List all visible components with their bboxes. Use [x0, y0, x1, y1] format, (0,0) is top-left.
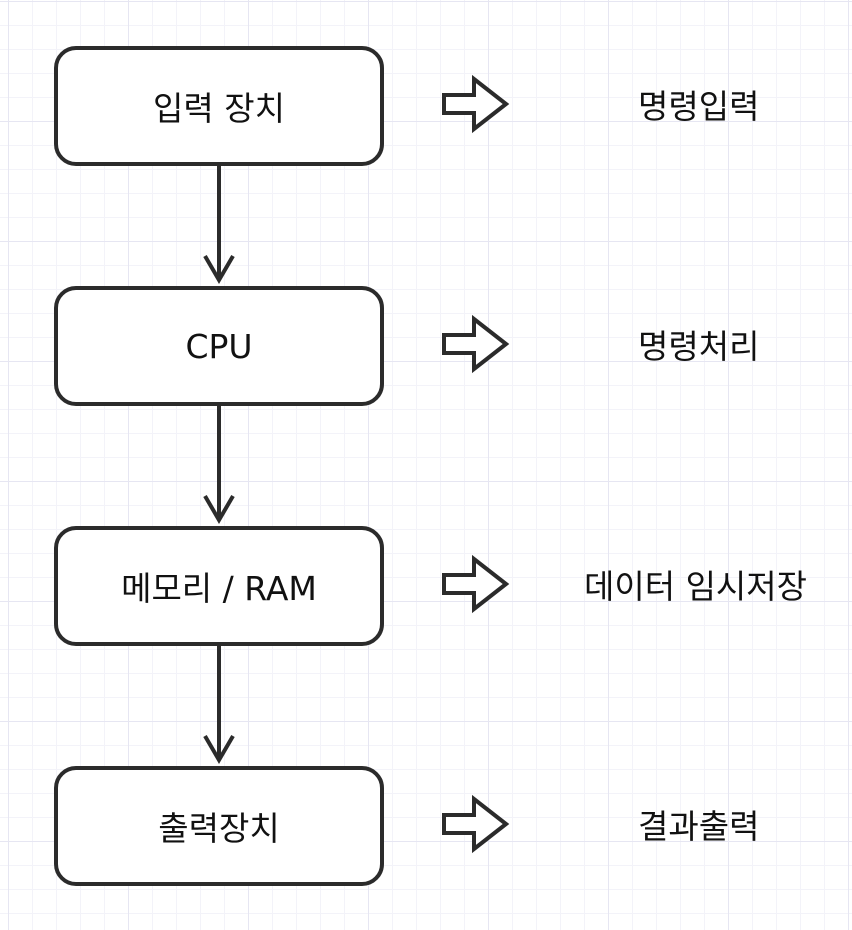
connector-arrow-3 — [203, 646, 235, 764]
stage-label: 입력 장치 — [153, 89, 285, 128]
role-label-memory: 데이터 임시저장 — [584, 567, 808, 606]
role-label-output: 결과출력 — [638, 807, 760, 846]
stage-box-output-device: 출력장치 — [54, 766, 384, 886]
role-label-input: 명령입력 — [638, 87, 760, 126]
connector-arrow-1 — [203, 166, 235, 284]
stage-label: CPU — [185, 326, 253, 366]
right-arrow-icon — [442, 554, 510, 614]
right-arrow-icon — [442, 74, 510, 134]
stage-box-cpu: CPU — [54, 286, 384, 406]
right-arrow-icon — [442, 314, 510, 374]
stage-box-input-device: 입력 장치 — [54, 46, 384, 166]
stage-label: 메모리 / RAM — [121, 569, 317, 608]
stage-box-memory: 메모리 / RAM — [54, 526, 384, 646]
connector-arrow-2 — [203, 406, 235, 524]
role-label-cpu: 명령처리 — [638, 327, 760, 366]
stage-label: 출력장치 — [158, 809, 280, 848]
right-arrow-icon — [442, 794, 510, 854]
